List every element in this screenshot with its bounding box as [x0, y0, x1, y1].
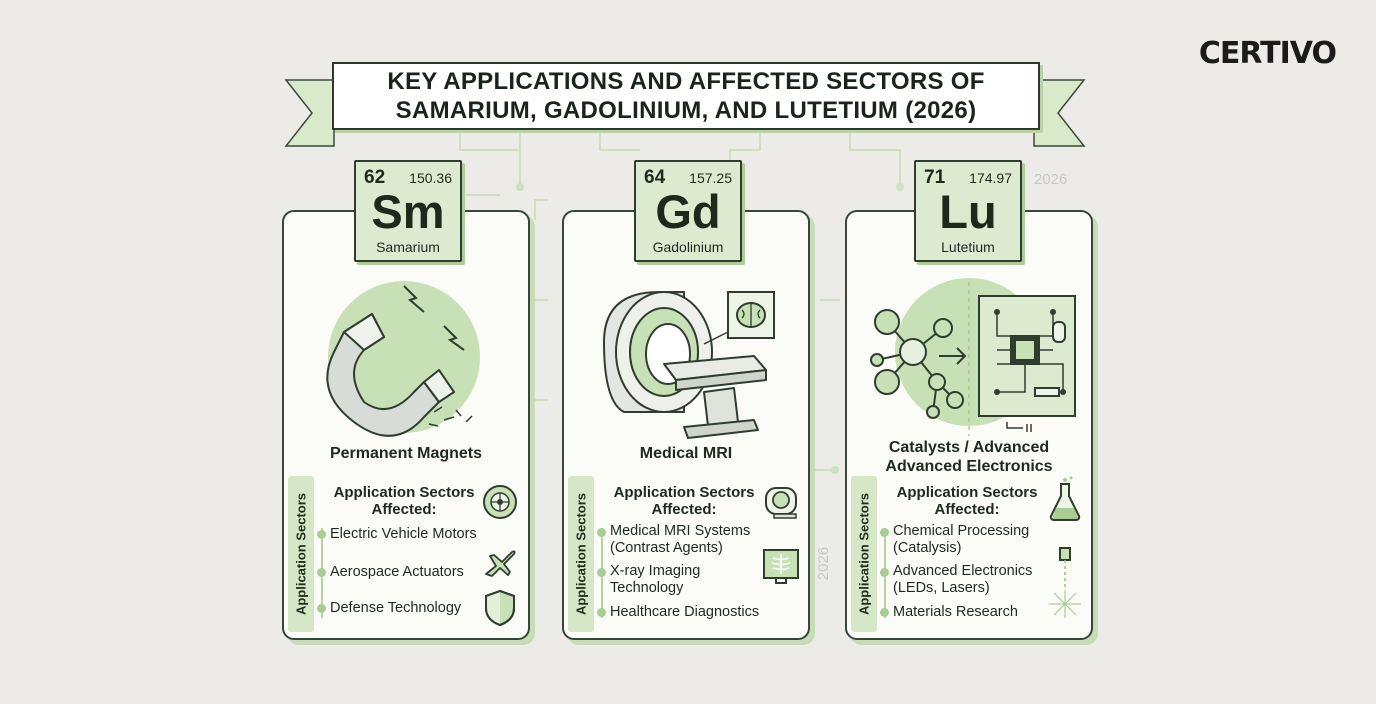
atomic-mass: 157.25: [689, 170, 732, 186]
sector-item: Medical MRI Systems (Contrast Agents): [610, 523, 751, 556]
element-tile-gadolinium: 64 157.25 Gd Gadolinium: [634, 160, 742, 262]
brand-logo: CERTIVO: [1198, 36, 1337, 71]
sector-item: Electric Vehicle Motors: [330, 526, 477, 542]
card-gadolinium: Medical MRI Application Sectors Applicat…: [562, 210, 810, 640]
flask-icon: [1049, 476, 1081, 521]
decor-year-side: 2026: [815, 546, 833, 581]
sector-item: Chemical Processing (Catalysis): [893, 523, 1030, 556]
sector-tab: Application Sectors: [568, 476, 594, 632]
element-symbol: Lu: [939, 185, 997, 238]
atomic-number: 71: [924, 167, 946, 188]
card-samarium: Permanent Magnets Application Sectors Ap…: [282, 210, 530, 640]
mri-scanner-icon: [603, 291, 775, 439]
title-banner: KEY APPLICATIONS AND AFFECTED SECTORS OF…: [332, 62, 1040, 130]
bullet-dot: [880, 528, 889, 537]
element-symbol: Sm: [371, 185, 445, 238]
element-name: Gadolinium: [652, 239, 724, 255]
bullet-dot: [880, 568, 889, 577]
element-tile-samarium: 62 150.36 Sm Samarium: [354, 160, 462, 262]
molecule-circuit-icon: [870, 278, 1076, 436]
xray-monitor-icon: [763, 549, 799, 584]
application-title: Permanent Magnets: [329, 445, 483, 462]
ribbon-right: [1033, 79, 1086, 147]
bullet-dot: [597, 528, 606, 537]
bullet-dot: [597, 568, 606, 577]
element-name: Samarium: [376, 239, 440, 255]
laser-icon: [1049, 547, 1081, 618]
sector-heading: Application Sectors Affected:: [896, 484, 1038, 518]
element-name: Lutetium: [941, 239, 995, 255]
sector-heading: Application Sectors Affected:: [613, 484, 755, 518]
wheel-icon: [483, 485, 517, 519]
sector-item: Materials Research: [893, 604, 1018, 620]
atomic-mass: 174.97: [969, 170, 1012, 186]
title-line-2: SAMARIUM, GADOLINIUM, AND LUTETIUM (2026…: [395, 97, 977, 124]
application-title: Catalysts / Advanced Advanced Electronic…: [885, 439, 1053, 475]
ribbon-left: [284, 79, 335, 147]
sector-item: Aerospace Actuators: [330, 564, 464, 580]
atomic-number: 62: [364, 167, 386, 188]
sector-item: X-ray Imaging Technology: [610, 563, 701, 596]
horseshoe-magnet-icon: [326, 281, 480, 437]
application-title: Medical MRI: [639, 445, 733, 462]
sector-item: Healthcare Diagnostics: [610, 604, 760, 620]
atomic-number: 64: [644, 167, 666, 188]
card-lutetium: Catalysts / Advanced Advanced Electronic…: [845, 210, 1093, 640]
mri-mini-icon: [765, 487, 797, 519]
bullet-dot: [317, 530, 326, 539]
airplane-icon: [485, 550, 516, 577]
bullet-dot: [317, 604, 326, 613]
sector-heading: Application Sectors Affected:: [333, 484, 475, 518]
sector-item: Advanced Electronics (LEDs, Lasers): [893, 563, 1033, 596]
atomic-mass: 150.36: [409, 170, 452, 186]
bullet-dot: [880, 608, 889, 617]
decor-year-top: 2026: [1034, 171, 1068, 188]
bullet-dot: [317, 568, 326, 577]
bullet-dot: [597, 608, 606, 617]
title-line-1: KEY APPLICATIONS AND AFFECTED SECTORS OF: [387, 68, 985, 95]
sector-tab: Application Sectors: [851, 476, 877, 632]
element-tile-lutetium: 71 174.97 Lu Lutetium: [914, 160, 1022, 262]
sector-item: Defense Technology: [330, 600, 462, 616]
sector-tab: Application Sectors: [288, 476, 314, 632]
shield-icon: [485, 589, 515, 627]
element-symbol: Gd: [655, 185, 721, 238]
